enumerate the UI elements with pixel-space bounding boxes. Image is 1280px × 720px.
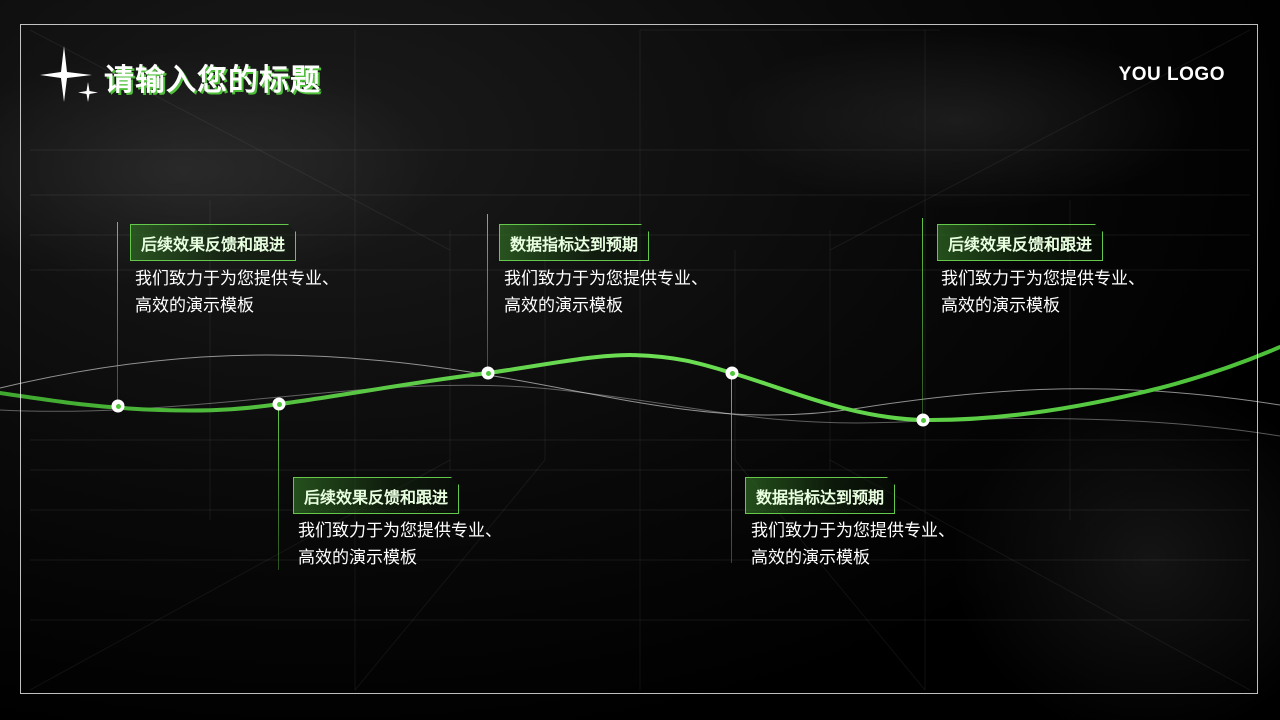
description-line: 我们致力于为您提供专业、: [135, 269, 339, 289]
description-line: 我们致力于为您提供专业、: [751, 521, 955, 541]
description-line: 高效的演示模板: [504, 296, 623, 316]
milestone-title-4: 数据指标达到预期: [745, 477, 895, 514]
page-title: 请输入您的标题: [104, 63, 321, 98]
connector-line-2: [278, 404, 279, 570]
connector-line-3: [487, 214, 488, 372]
border-frame: [20, 24, 1258, 694]
timeline-node-icon: [272, 397, 286, 411]
description-line: 我们致力于为您提供专业、: [298, 521, 502, 541]
milestone-description-5: 我们致力于为您提供专业、 高效的演示模板: [941, 266, 1145, 320]
milestone-title-2: 后续效果反馈和跟进: [293, 477, 459, 514]
description-line: 高效的演示模板: [941, 296, 1060, 316]
description-line: 高效的演示模板: [298, 548, 417, 568]
milestone-description-1: 我们致力于为您提供专业、 高效的演示模板: [135, 266, 339, 320]
timeline-node-icon: [725, 366, 739, 380]
description-line: 我们致力于为您提供专业、: [941, 269, 1145, 289]
milestone-description-2: 我们致力于为您提供专业、 高效的演示模板: [298, 518, 502, 572]
timeline-node-icon: [916, 413, 930, 427]
milestone-description-3: 我们致力于为您提供专业、 高效的演示模板: [504, 266, 708, 320]
timeline-node-icon: [111, 399, 125, 413]
milestone-title-5: 后续效果反馈和跟进: [937, 224, 1103, 261]
description-line: 高效的演示模板: [135, 296, 254, 316]
connector-line-1: [117, 222, 118, 406]
description-line: 我们致力于为您提供专业、: [504, 269, 708, 289]
milestone-title-3: 数据指标达到预期: [499, 224, 649, 261]
milestone-description-4: 我们致力于为您提供专业、 高效的演示模板: [751, 518, 955, 572]
timeline-node-icon: [481, 366, 495, 380]
logo: YOU LOGO: [1118, 64, 1225, 85]
sparkle-icon: [40, 46, 98, 102]
connector-line-4: [731, 373, 732, 563]
milestone-title-1: 后续效果反馈和跟进: [130, 224, 296, 261]
description-line: 高效的演示模板: [751, 548, 870, 568]
connector-line-5: [922, 218, 923, 420]
